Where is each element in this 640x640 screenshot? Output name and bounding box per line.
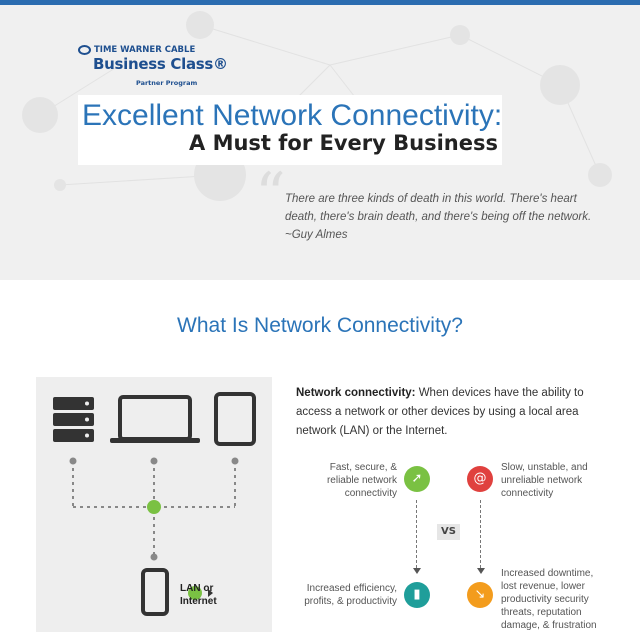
logo-line3: Partner Program xyxy=(136,79,198,87)
snail-icon: @ xyxy=(467,466,493,492)
time-warner-cable-logo: TIME WARNER CABLE Business Class® Partne… xyxy=(78,45,228,91)
title-box: Excellent Network Connectivity: A Must f… xyxy=(78,95,502,165)
bad-effect-text: Increased downtime, lost revenue, lower … xyxy=(501,568,597,631)
top-accent-bar xyxy=(0,0,640,5)
vs-badge: VS xyxy=(437,524,460,540)
smartphone-icon xyxy=(141,568,169,616)
legend-arrow-icon xyxy=(208,589,213,597)
good-cause-text: Fast, secure, & reliable network connect… xyxy=(326,462,397,499)
bad-arrow-icon xyxy=(477,568,485,574)
logo-line1: TIME WARNER CABLE xyxy=(94,45,196,55)
downtrend-icon: ↘ xyxy=(467,582,493,608)
quote-text: There are three kinds of death in this w… xyxy=(285,193,592,223)
bad-cause-text: Slow, unstable, and unreliable network c… xyxy=(501,462,588,499)
logo-eye-icon xyxy=(78,45,91,55)
bar-chart-icon: ▮ xyxy=(404,582,430,608)
bad-connector xyxy=(480,500,481,568)
section-title: What Is Network Connectivity? xyxy=(177,314,463,337)
good-effect-text: Increased efficiency, profits, & product… xyxy=(304,583,397,607)
quote-author: ~Guy Almes xyxy=(285,229,348,241)
good-arrow-icon xyxy=(413,568,421,574)
server-icon xyxy=(53,397,94,442)
legend-dot xyxy=(188,586,202,600)
network-diagram xyxy=(53,392,256,616)
rocket-icon: ➚ xyxy=(404,466,430,492)
laptop-icon xyxy=(110,395,200,443)
quote-mark-icon: “ xyxy=(255,160,286,230)
good-connector xyxy=(416,500,417,568)
quote: There are three kinds of death in this w… xyxy=(285,190,605,244)
network-hub-node xyxy=(147,500,161,514)
tablet-icon xyxy=(214,392,256,446)
page-subtitle: A Must for Every Business xyxy=(189,131,498,155)
page-title: Excellent Network Connectivity: xyxy=(82,99,503,132)
definition: Network connectivity: When devices have … xyxy=(296,387,584,437)
logo-line2: Business Class® xyxy=(93,55,228,73)
